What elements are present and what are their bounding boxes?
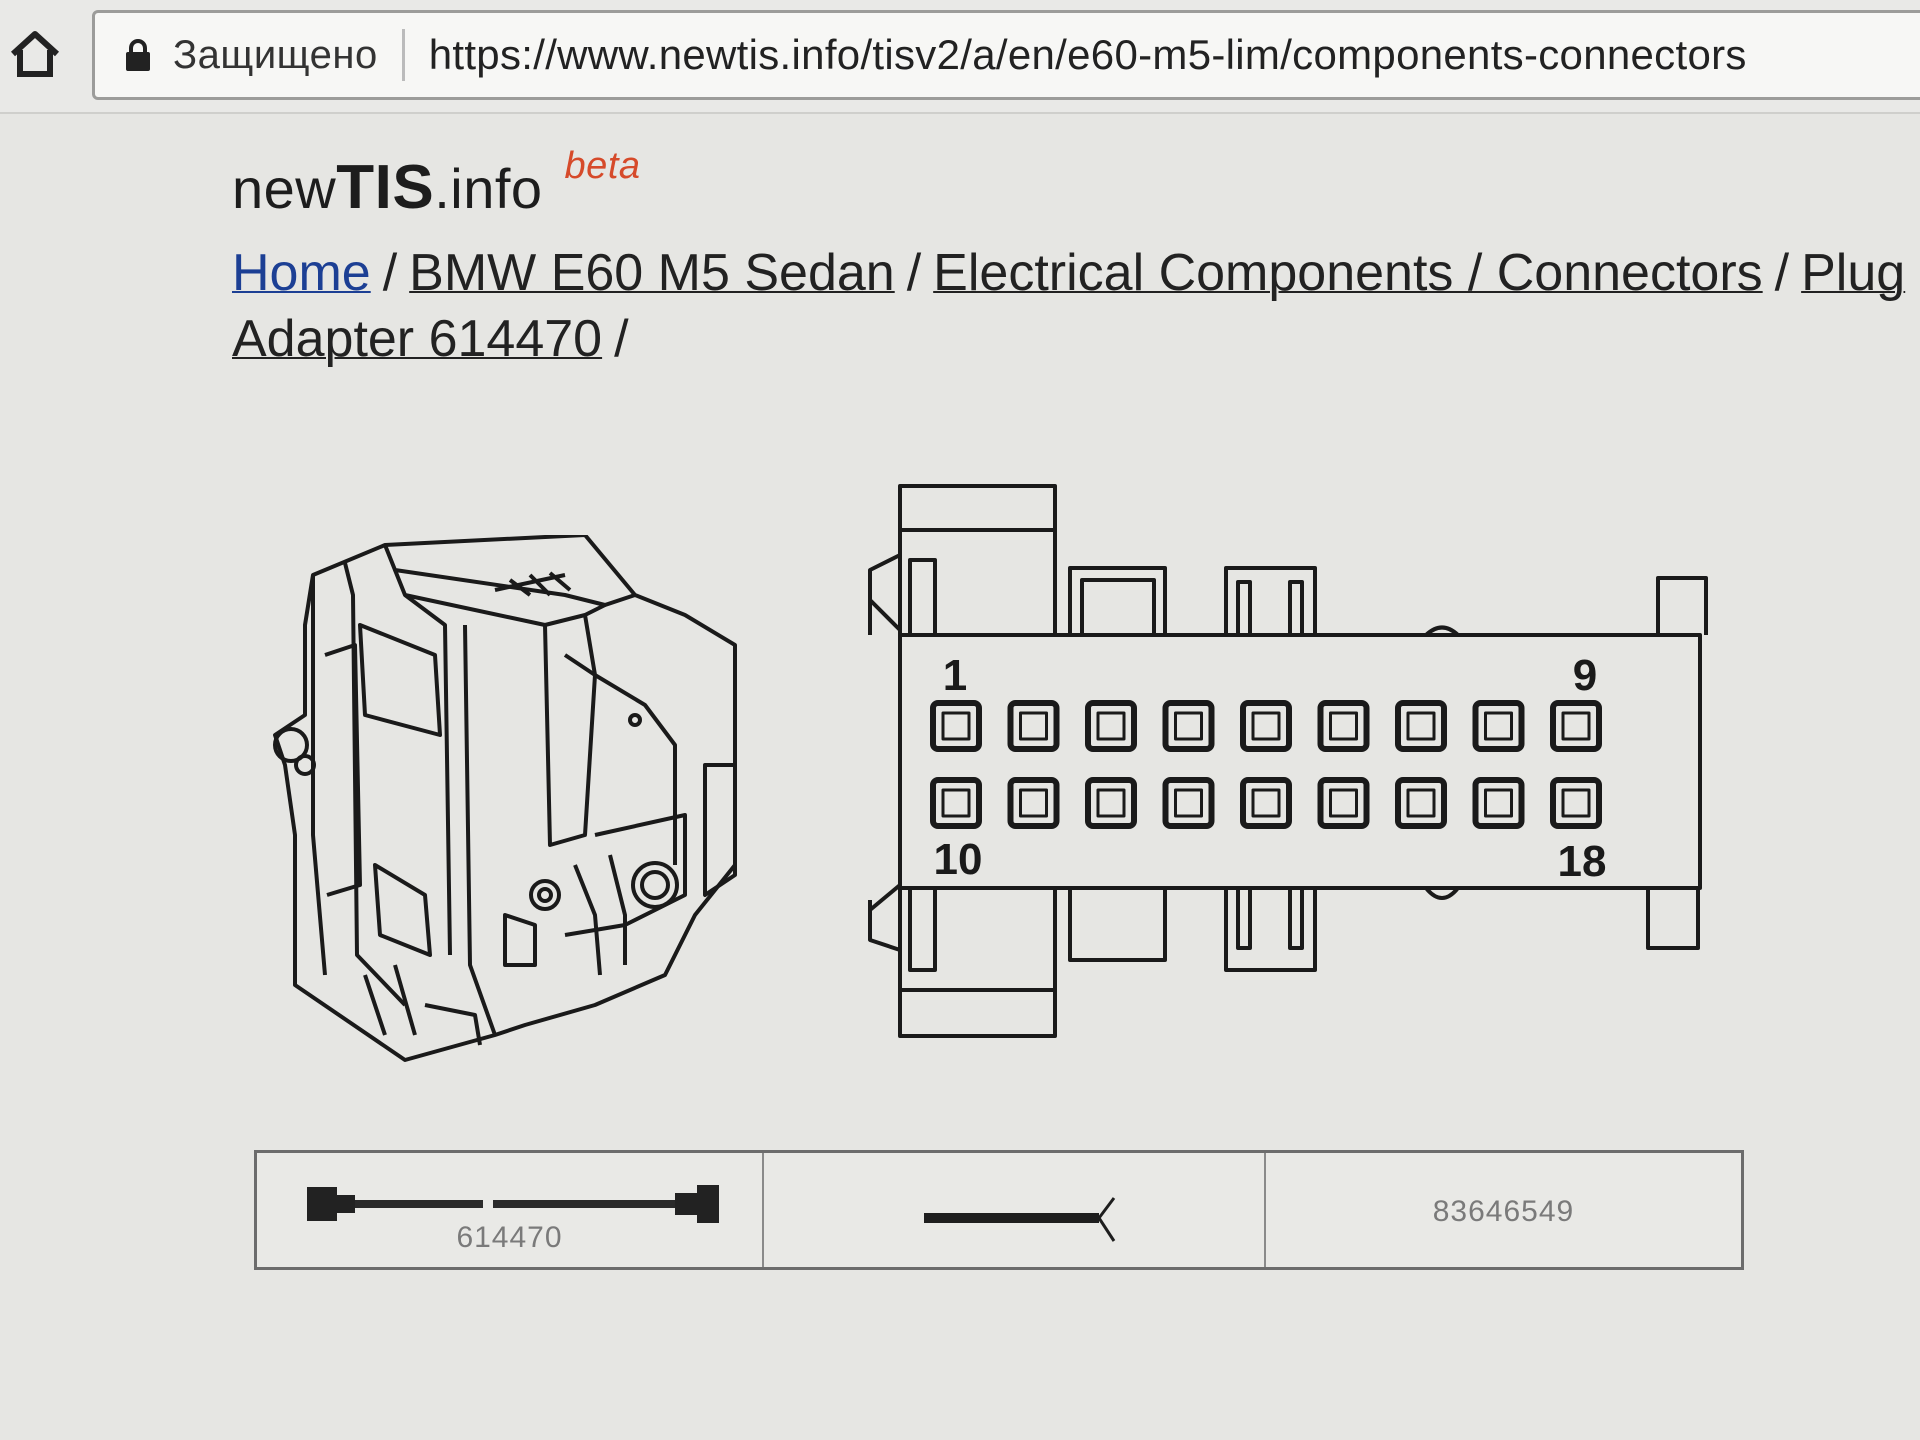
omnibox-divider [401, 29, 405, 81]
pin-cavity-5 [1240, 700, 1292, 752]
pin-label-bottom-right: 18 [1558, 837, 1607, 886]
logo-bold: TIS [336, 153, 435, 222]
address-bar[interactable]: Защищено https://www.newtis.info/tisv2/a… [92, 10, 1920, 100]
breadcrumb-separator: / [906, 244, 922, 302]
cable-cell: 614470 [257, 1153, 764, 1267]
browser-toolbar: Защищено https://www.newtis.info/tisv2/a… [0, 0, 1920, 114]
pin-cavity-14 [1240, 777, 1292, 829]
pin-cavity-17 [1472, 777, 1525, 829]
pin-label-bottom-left: 10 [934, 835, 983, 884]
wiring-info-table: 614470 83646549 [254, 1150, 1744, 1270]
security-label[interactable]: Защищено [173, 32, 378, 77]
pin-cavity-10 [930, 777, 982, 829]
breadcrumb: Home/BMW E60 M5 Sedan/Electrical Compone… [232, 240, 1920, 372]
pin-cavity-4 [1162, 700, 1215, 752]
pin-label-top-right: 9 [1573, 651, 1597, 700]
pin-cavity-7 [1395, 700, 1447, 752]
breadcrumb-current[interactable]: Plug Adapter 614470 [232, 244, 1906, 368]
breadcrumb-separator: / [382, 244, 398, 302]
pin-cavity-16 [1395, 777, 1447, 829]
pin-label-top-left: 1 [943, 651, 967, 700]
pin-cavity-13 [1162, 777, 1215, 829]
cable-number: 614470 [456, 1221, 563, 1254]
site-logo[interactable]: newTIS.info beta [232, 145, 641, 223]
breadcrumb-separator: / [1774, 244, 1790, 302]
url-text[interactable]: https://www.newtis.info/tisv2/a/en/e60-m… [428, 31, 1747, 78]
connector-3d-drawing [273, 535, 737, 1062]
pin-cavity-1 [930, 700, 982, 752]
breadcrumb-category[interactable]: Electrical Components / Connectors [933, 244, 1763, 302]
lock-icon [125, 38, 151, 72]
connector-pin-diagram: 1 9 10 18 [868, 484, 1708, 1038]
pin-grid [930, 700, 1602, 829]
pin-cavity-11 [1007, 777, 1060, 829]
part-number-cell: 83646549 [1266, 1153, 1741, 1267]
breadcrumb-model[interactable]: BMW E60 M5 Sedan [409, 244, 895, 302]
pin-cavity-3 [1085, 700, 1137, 752]
home-icon [10, 31, 60, 77]
beta-badge: beta [564, 145, 641, 187]
pin-cavity-18 [1550, 777, 1602, 829]
part-number: 83646549 [1432, 1195, 1575, 1228]
pin-cavity-9 [1550, 700, 1602, 752]
pin-cavity-12 [1085, 777, 1137, 829]
wire-terminal-icon [924, 1197, 1116, 1242]
logo-prefix: new [232, 157, 337, 220]
breadcrumb-home[interactable]: Home [232, 244, 371, 302]
pin-cavity-8 [1472, 700, 1525, 752]
pin-cavity-2 [1007, 700, 1060, 752]
breadcrumb-separator: / [614, 310, 629, 368]
pin-cavity-15 [1317, 777, 1370, 829]
home-button[interactable] [0, 22, 70, 86]
pin-cavity-6 [1317, 700, 1370, 752]
logo-suffix: .info [434, 157, 543, 220]
wire-cell [764, 1153, 1266, 1267]
cable-icon [307, 1185, 719, 1223]
